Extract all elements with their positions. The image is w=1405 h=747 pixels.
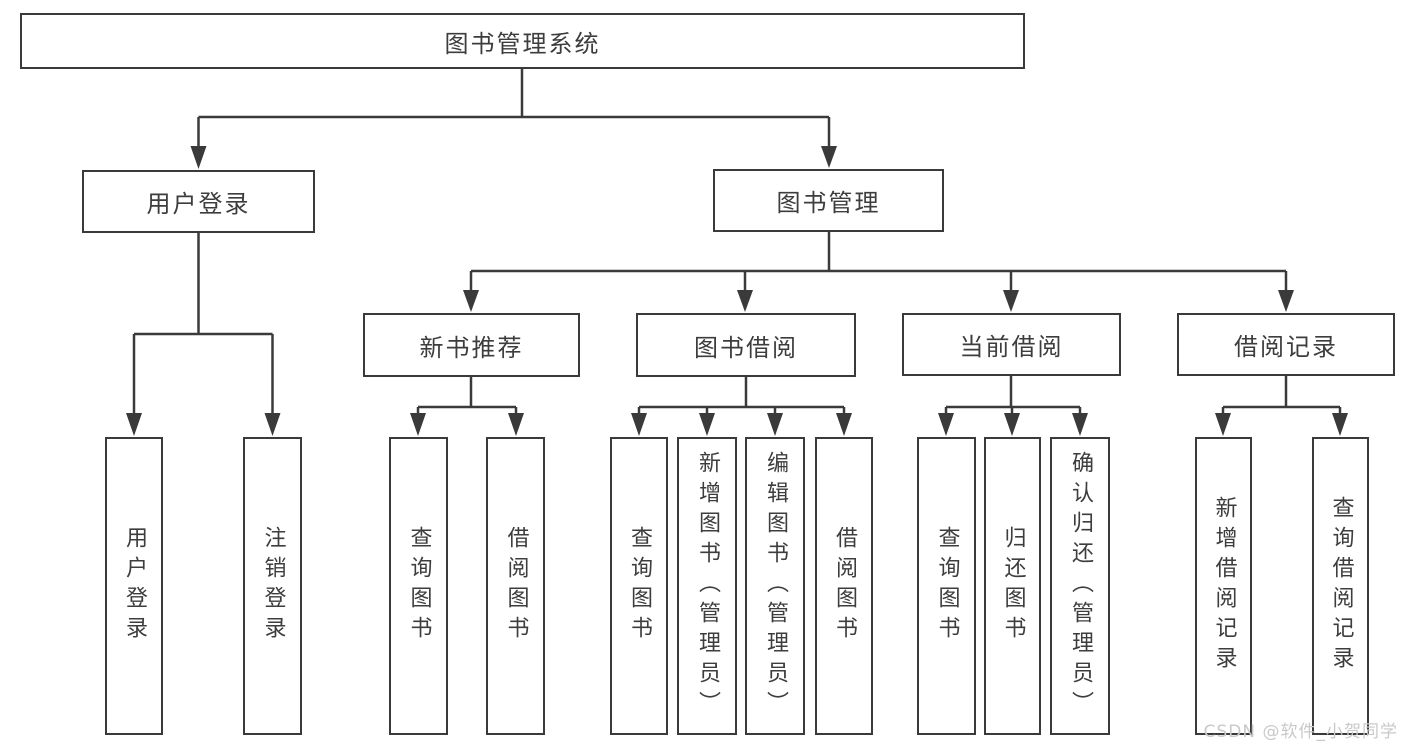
node-book-management: 图书管理 bbox=[713, 169, 944, 232]
leaf-add-borrow-record: 新增借阅记录 bbox=[1195, 437, 1252, 735]
leaf-query-borrow-record: 查询借阅记录 bbox=[1312, 437, 1369, 735]
node-current-borrowing: 当前借阅 bbox=[902, 313, 1121, 376]
leaf-return-books: 归还图书 bbox=[984, 437, 1041, 735]
leaf-user-login: 用户登录 bbox=[105, 437, 163, 735]
leaf-edit-books-admin: 编辑图书（管理员） bbox=[745, 437, 805, 735]
node-book-borrowing: 图书借阅 bbox=[636, 313, 856, 377]
leaf-query-books-recommend: 查询图书 bbox=[389, 437, 448, 735]
leaf-query-books-current: 查询图书 bbox=[917, 437, 976, 735]
leaf-confirm-return-admin: 确认归还（管理员） bbox=[1050, 437, 1110, 735]
leaf-borrow-books: 借阅图书 bbox=[815, 437, 873, 735]
watermark: CSDN @软件_小贺同学 bbox=[1203, 722, 1398, 742]
node-user-login: 用户登录 bbox=[82, 170, 315, 233]
node-new-book-recommendation: 新书推荐 bbox=[363, 313, 580, 377]
leaf-query-books-borrow: 查询图书 bbox=[610, 437, 668, 735]
leaf-logout: 注销登录 bbox=[243, 437, 302, 735]
leaf-borrow-books-recommend: 借阅图书 bbox=[486, 437, 545, 735]
node-root-system: 图书管理系统 bbox=[20, 13, 1025, 69]
node-borrowing-records: 借阅记录 bbox=[1177, 313, 1395, 376]
leaf-add-books-admin: 新增图书（管理员） bbox=[677, 437, 737, 735]
